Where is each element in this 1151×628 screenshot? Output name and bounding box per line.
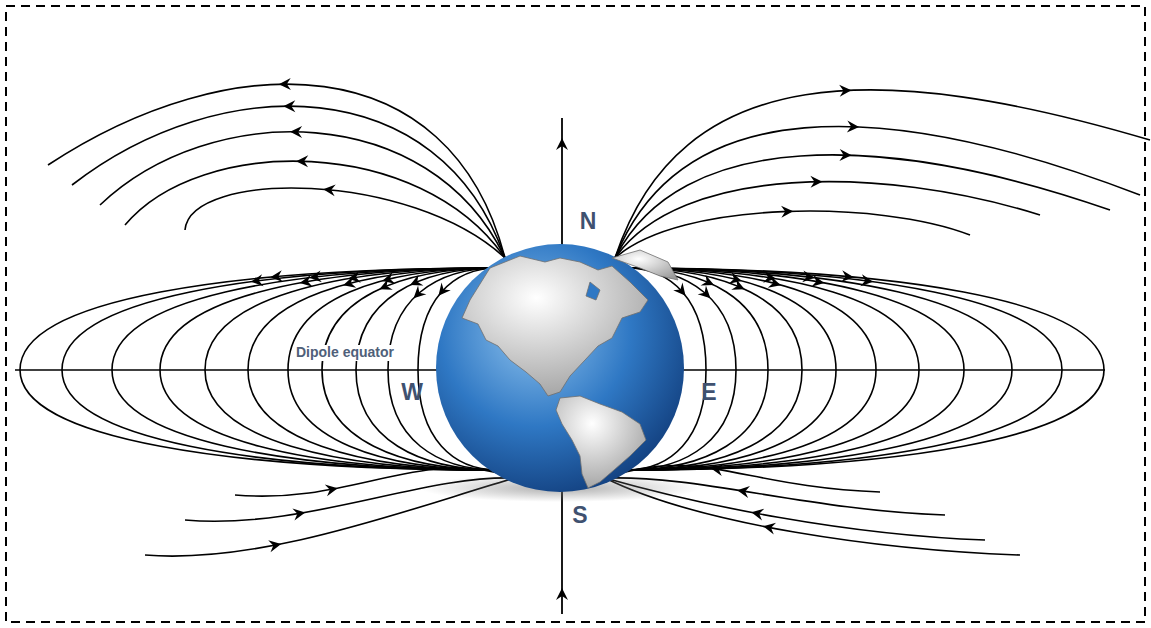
continents — [462, 250, 678, 488]
arrowhead — [839, 149, 851, 161]
arrowhead — [768, 276, 783, 291]
arrowhead — [556, 588, 568, 600]
pole-label: S — [570, 503, 589, 528]
field-line — [62, 268, 498, 470]
arrowhead — [860, 274, 873, 287]
arrowhead — [292, 507, 306, 521]
arrowhead — [750, 506, 764, 520]
arrowhead — [673, 283, 690, 300]
field-line — [626, 268, 1062, 470]
arrowhead — [802, 270, 815, 283]
arrowhead — [811, 275, 825, 289]
field-lines — [20, 84, 1150, 556]
arrowhead — [736, 484, 750, 498]
arrowhead — [841, 270, 854, 283]
arrowhead — [279, 78, 291, 90]
pole-label: N — [578, 209, 599, 234]
arrowhead — [839, 84, 852, 97]
arrowhead — [268, 538, 282, 552]
arrowhead — [698, 286, 715, 303]
field-line — [125, 161, 505, 258]
arrowhead — [309, 270, 322, 283]
arrowhead — [270, 270, 283, 283]
field-line — [615, 211, 970, 258]
field-line — [615, 155, 1110, 258]
field-line — [48, 84, 505, 258]
arrowhead — [762, 520, 776, 534]
field-line — [615, 90, 1150, 258]
arrowhead — [729, 272, 744, 287]
arrowhead — [408, 275, 424, 291]
arrowhead — [377, 279, 393, 295]
equator-label: Dipole equator — [294, 345, 396, 360]
arrowhead — [381, 272, 396, 287]
direction-label: E — [699, 380, 718, 405]
arrowhead — [323, 183, 336, 196]
field-line — [100, 132, 505, 258]
earth-globe — [436, 244, 684, 492]
arrowhead — [250, 274, 263, 287]
arrowhead — [556, 138, 568, 150]
field-line — [615, 126, 1140, 258]
arrowheads — [250, 78, 874, 600]
field-line — [185, 188, 505, 258]
arrowhead — [701, 275, 717, 291]
field-line — [20, 268, 498, 470]
arrowhead — [325, 482, 339, 496]
direction-label: W — [399, 380, 425, 405]
arrowhead — [299, 275, 313, 289]
arrowhead — [781, 205, 793, 217]
field-line — [615, 182, 1040, 258]
arrowhead — [434, 283, 451, 300]
arrowhead — [710, 462, 724, 476]
field-line — [72, 106, 505, 258]
arrowhead — [342, 276, 357, 291]
arrowhead — [296, 155, 308, 167]
arrowhead — [283, 100, 295, 112]
arrowhead — [290, 126, 302, 138]
arrowhead — [731, 279, 747, 295]
arrowhead — [409, 286, 426, 303]
arrowhead — [810, 176, 822, 188]
arrowhead — [847, 120, 859, 132]
field-line — [626, 268, 1104, 470]
